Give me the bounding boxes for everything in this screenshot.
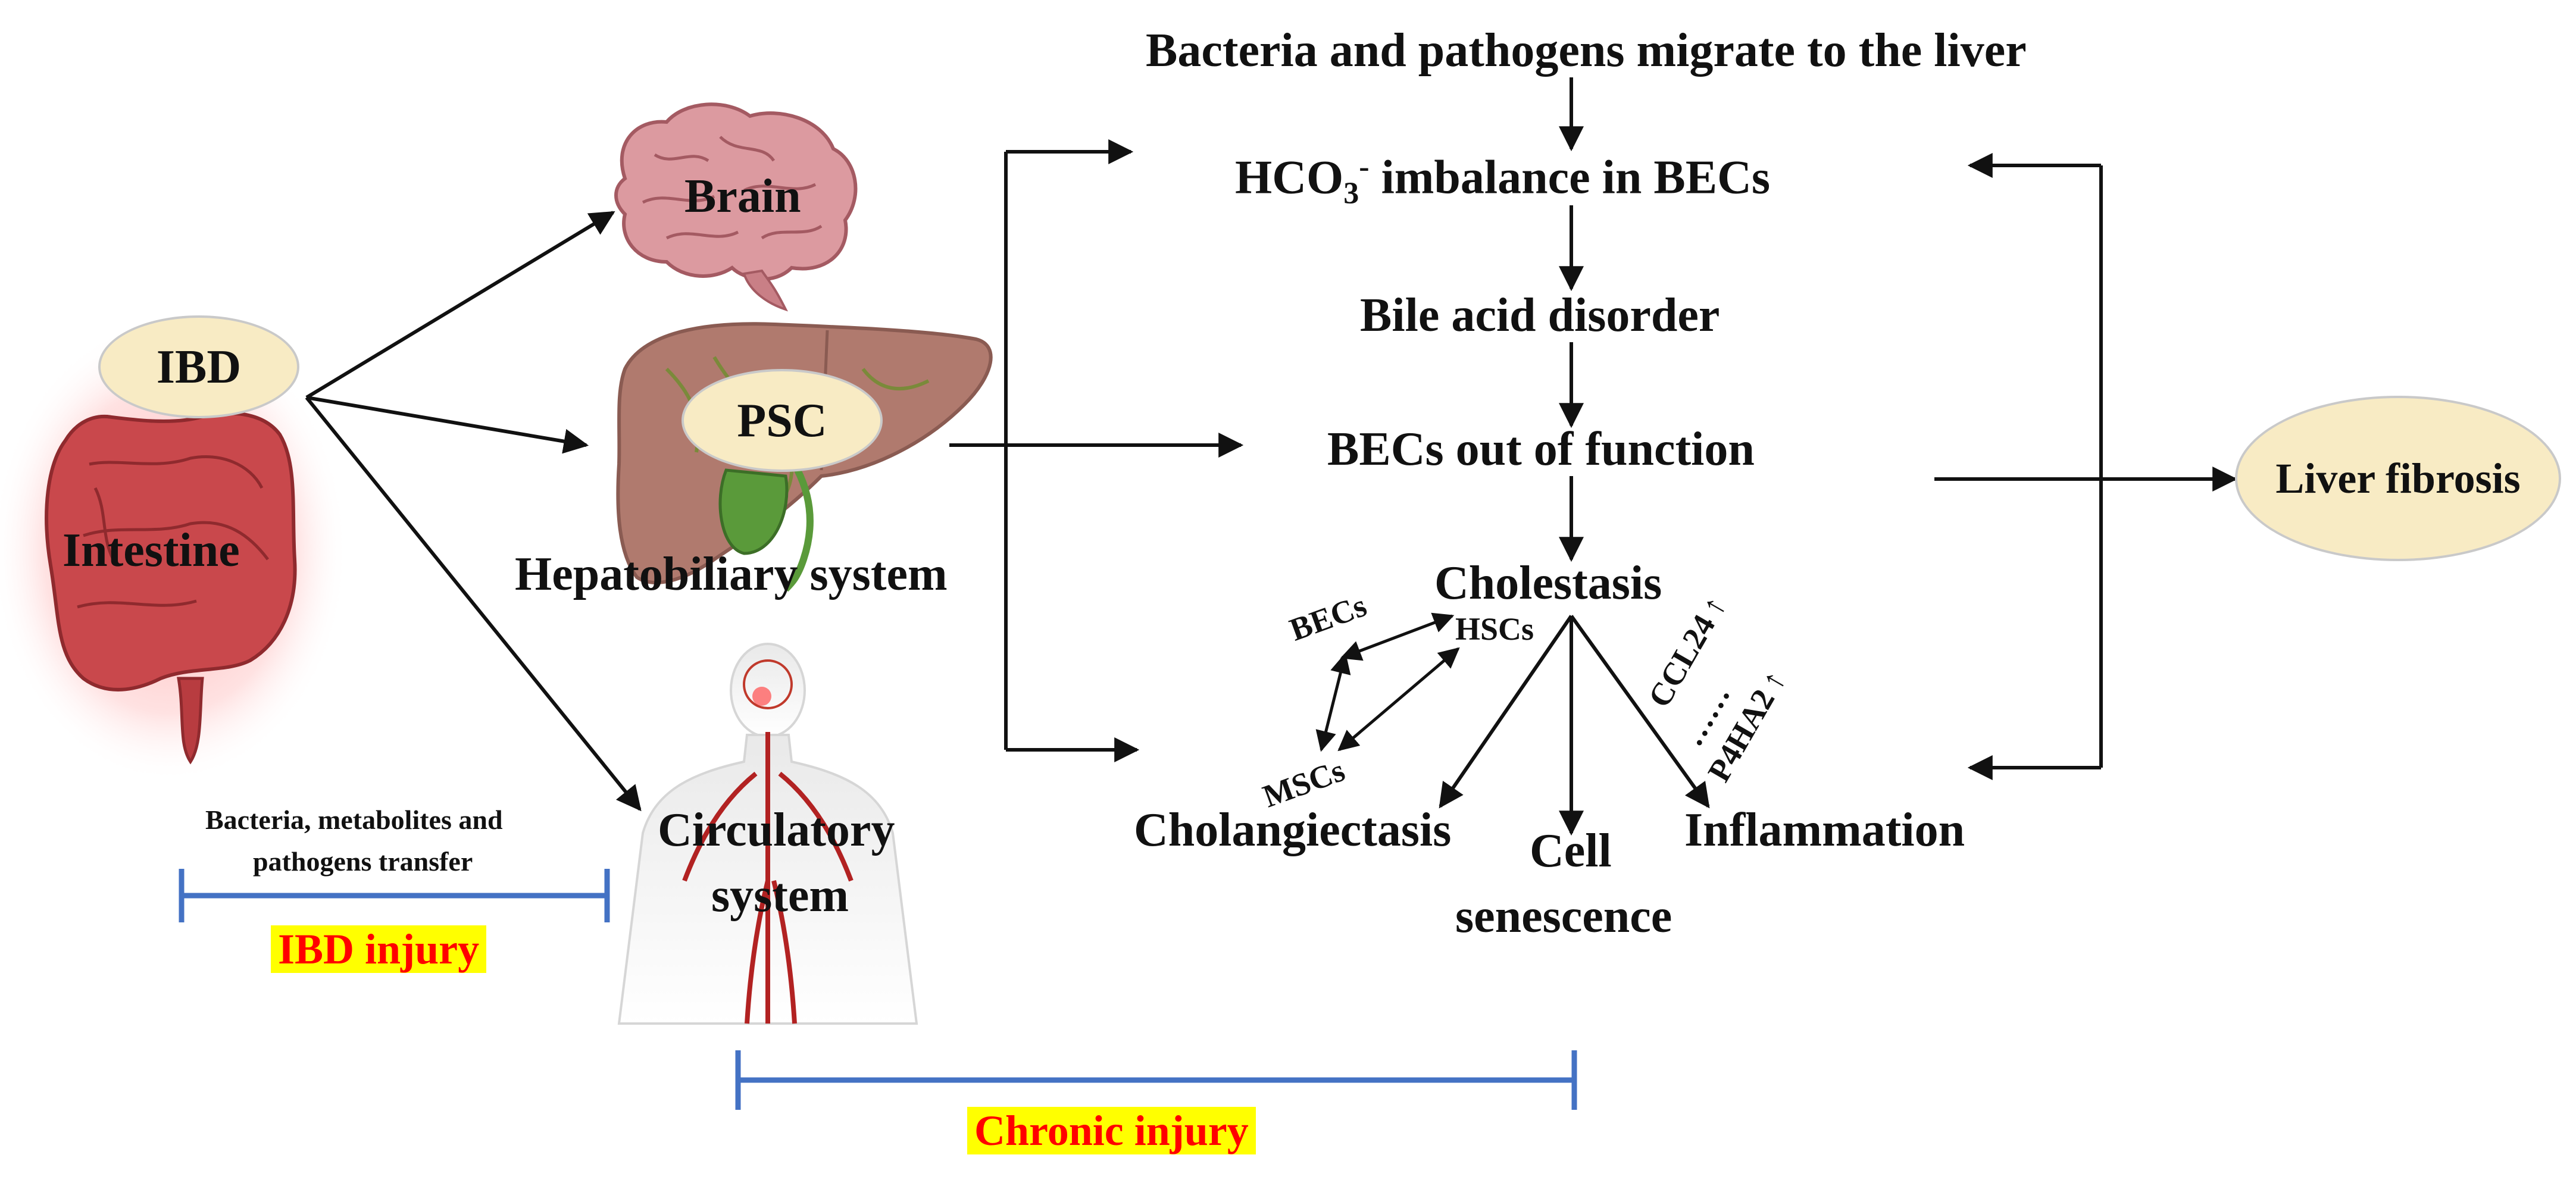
hepatobiliary-label: Hepatobiliary system bbox=[515, 548, 948, 600]
arrow-becs-mscs bbox=[1315, 652, 1351, 752]
arrow-ibd-to-circulatory bbox=[305, 396, 642, 812]
bile-acid-label: Bile acid disorder bbox=[1360, 289, 1720, 342]
chronic-injury-label: Chronic injury bbox=[967, 1107, 1256, 1154]
arrow-ibd-to-liver bbox=[306, 396, 589, 454]
cell-senescence-label-line2: senescence bbox=[1455, 890, 1672, 943]
ibd-node: IBD bbox=[98, 315, 299, 418]
cholestasis-label: Cholestasis bbox=[1434, 557, 1662, 609]
arrow-ibd-to-brain bbox=[305, 211, 615, 399]
bacteria-migrate-label: Bacteria and pathogens migrate to the li… bbox=[1146, 24, 2027, 77]
transfer-label-line1: Bacteria, metabolites and bbox=[205, 805, 503, 835]
arrow-cholestasis-to-inflammation bbox=[1570, 615, 1710, 809]
circulatory-label-line2: system bbox=[711, 869, 849, 922]
arrow-mscs-hscs bbox=[1337, 647, 1460, 752]
circulatory-label-line1: Circulatory bbox=[658, 804, 895, 856]
liver-fibrosis-node: Liver fibrosis bbox=[2235, 396, 2561, 561]
transfer-label-line2: pathogens transfer bbox=[253, 846, 473, 877]
ibd-injury-label: IBD injury bbox=[271, 925, 487, 973]
human-body-illustration bbox=[617, 643, 918, 1025]
inflammation-label: Inflammation bbox=[1684, 804, 1965, 856]
brain-illustration bbox=[614, 102, 858, 312]
chronic-injury-bracket bbox=[735, 1050, 1577, 1110]
becs-out-of-function-label: BECs out of function bbox=[1327, 423, 1755, 475]
intestine-label: Intestine bbox=[62, 524, 240, 577]
brain-label: Brain bbox=[684, 170, 801, 223]
cholangiectasis-label: Cholangiectasis bbox=[1134, 804, 1452, 856]
arrow-cholestasis-to-cholangiectasis bbox=[1439, 615, 1573, 809]
intestine-illustration bbox=[0, 318, 348, 783]
hco3-imbalance-label: HCO3- imbalance in BECs bbox=[1235, 150, 1770, 211]
hscs-small-label: HSCs bbox=[1455, 611, 1534, 647]
ibd-injury-bracket bbox=[179, 869, 610, 922]
psc-node: PSC bbox=[681, 369, 883, 472]
cell-senescence-label-line1: Cell bbox=[1530, 825, 1612, 877]
